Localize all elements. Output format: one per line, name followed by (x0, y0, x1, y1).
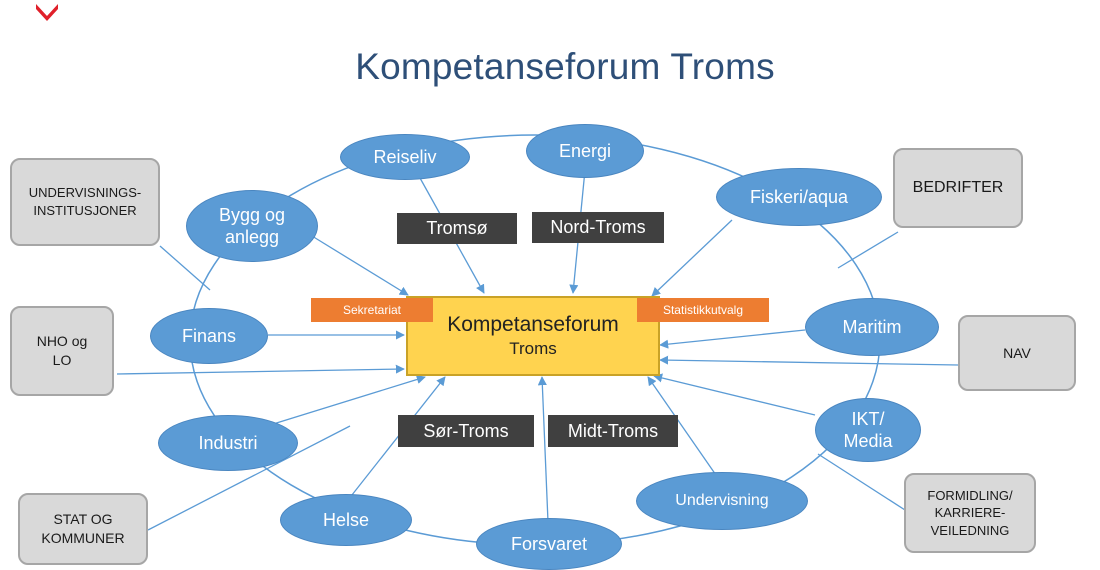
region-nord-troms-label: Nord-Troms (550, 217, 646, 237)
stakeholder-formidling-label-2: KARRIERE- (934, 505, 1006, 521)
stakeholder-nav: NAV (958, 315, 1076, 391)
sector-forsvaret: Forsvaret (476, 518, 622, 570)
stakeholder-stat-label-2: KOMMUNER (41, 530, 125, 546)
stakeholder-nav-label: NAV (1003, 344, 1031, 361)
sector-ikt-label-1: IKT/ (851, 408, 885, 429)
region-tromso-label: Tromsø (426, 218, 488, 238)
arrow-ikt (653, 373, 816, 416)
sector-ikt-label-2: Media (843, 431, 893, 451)
sector-bygg-label-2: anlegg (224, 227, 280, 247)
sector-reiseliv: Reiseliv (340, 134, 470, 180)
link-bedrifter (837, 231, 899, 269)
region-midt-troms: Midt-Troms (548, 415, 678, 447)
stakeholder-undervisning-label-2: INSTITUSJONER (33, 203, 137, 218)
sector-maritim: Maritim (805, 298, 939, 356)
sector-finans-label: Finans (181, 325, 237, 346)
region-nord-troms: Nord-Troms (532, 212, 664, 243)
sector-fiskeri-aqua: Fiskeri/aqua (716, 168, 882, 226)
sector-industri-label: Industri (198, 432, 258, 453)
arrow-undervisning (647, 376, 719, 479)
stakeholder-formidling-karriereveiledning: FORMIDLING/KARRIERE-VEILEDNING (904, 473, 1036, 553)
stakeholder-formidling-label-1: FORMIDLING/ (927, 487, 1013, 503)
region-sor-troms: Sør-Troms (398, 415, 534, 447)
sector-finans: Finans (150, 308, 268, 364)
region-sor-troms-label: Sør-Troms (423, 420, 509, 441)
center-label-1: Kompetanseforum (447, 313, 619, 336)
sector-undervisning: Undervisning (636, 472, 808, 530)
arrow-bygg (311, 235, 409, 296)
arrow-helse (347, 376, 446, 501)
tag-statistikkutvalg-label: Statistikkutvalg (662, 303, 744, 317)
stakeholder-stat-og-kommuner: STAT OG KOMMUNER (18, 493, 148, 565)
sector-fiskeri-label: Fiskeri/aqua (749, 186, 849, 207)
page-title: Kompetanseforum Troms (355, 46, 775, 87)
stakeholder-bedrifter-label: BEDRIFTER (912, 179, 1004, 197)
stakeholder-undervisning-label-1: UNDERVISNINGS- (28, 185, 142, 201)
arrow-nho (116, 364, 405, 375)
link-undervisningsinst (159, 245, 211, 291)
sector-helse-label: Helse (322, 509, 370, 530)
sector-energi: Energi (526, 124, 644, 178)
stakeholder-stat-label-1: STAT OG (53, 511, 113, 528)
sector-industri: Industri (158, 415, 298, 471)
sector-ikt-media: IKT/Media (815, 398, 921, 462)
stakeholder-undervisningsinstitusjoner: UNDERVISNINGS- INSTITUSJONER (10, 158, 160, 246)
region-tromso: Tromsø (397, 213, 517, 244)
link-formidling (817, 453, 906, 511)
stakeholder-formidling-label-3: VEILEDNING (930, 522, 1010, 538)
tag-sekretariat-label: Sekretariat (342, 303, 402, 317)
sector-undervisning-label: Undervisning (675, 492, 769, 509)
logo-chevron-icon (36, 4, 58, 21)
sector-maritim-label: Maritim (842, 316, 902, 337)
arrow-industri (269, 375, 426, 426)
arrow-maritim (659, 329, 806, 349)
stakeholder-nho-og-lo: NHO og LO (10, 306, 114, 396)
sector-reiseliv-label: Reiseliv (373, 146, 437, 167)
link-stat (147, 425, 351, 531)
sector-bygg-label-1: Bygg og (218, 204, 286, 225)
arrow-forsvaret (537, 376, 549, 523)
tag-sekretariat: Sekretariat (311, 298, 433, 322)
sector-energi-label: Energi (558, 140, 612, 161)
center-kompetanseforum-troms: Kompetanseforum Troms (406, 296, 660, 376)
center-label-2: Troms (509, 339, 557, 358)
arrow-fiskeri (651, 219, 733, 297)
arrow-nav (659, 355, 959, 366)
stakeholder-bedrifter: BEDRIFTER (893, 148, 1023, 228)
stakeholder-nho-label-1: NHO og (36, 333, 88, 350)
sector-helse: Helse (280, 494, 412, 546)
stakeholder-nho-label-2: LO (52, 352, 72, 368)
region-midt-troms-label: Midt-Troms (567, 420, 659, 441)
tag-statistikkutvalg: Statistikkutvalg (637, 298, 769, 322)
sector-forsvaret-label: Forsvaret (510, 533, 588, 554)
